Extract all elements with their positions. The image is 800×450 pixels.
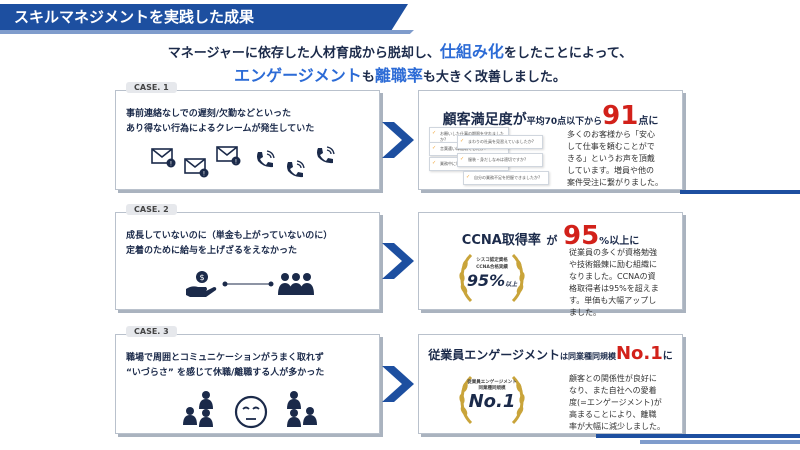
lead-highlight-shikumika: 仕組み化 [439,42,504,61]
arrow-right-icon [382,243,414,279]
money-hand-icon: $ [186,271,217,297]
case-line: 成長していないのに（単金も上がっていないのに） [126,231,333,241]
badge-mid-label: CCNA合格実績 [476,265,508,270]
phone-icon [317,146,335,164]
connector-line [222,281,274,287]
case-card-3: CASE. 3 職場で周囲とコミュニケーションがうまく取れず “いづらさ” を感… [115,326,380,434]
result-head-c: %以上に [599,236,640,247]
result-body-line: 高まることにより、離職 [569,410,657,419]
lead-text: も [361,70,375,85]
case-tag: CASE. 3 [126,326,177,337]
page-title: スキルマネジメントを実践した成果 [0,4,408,30]
sad-face-icon [234,395,268,429]
result-head-b: は同業種同規模 [559,352,616,361]
badge-suffix: 以上 [505,281,518,288]
badge-mid-label: 同業種同規模 [478,386,506,391]
badge-top-label: シスコ認定資格 [476,258,508,263]
survey-card: 服装・身だしなみは適切ですか? [457,153,543,167]
result-head-a: CCNA取得率 [461,233,541,248]
result-body-line: ました。 [569,308,601,317]
lead-text: マネージャーに依存した人材育成から脱却し、 [167,46,440,61]
result-body-line: なり、また自社への愛着 [569,386,657,395]
result-head-a: 顧客満足度が [442,112,527,128]
result-number: No.1 [615,343,663,364]
case-description: 成長していないのに（単金も上がっていないのに） 定着のために給与を上げざるをえな… [126,229,332,259]
badge-number-text: 95% [466,271,506,290]
badge-number: 95%以上 [457,271,527,290]
accent-strip-light [640,440,800,444]
people-group-icon [183,391,213,427]
accent-strip [596,434,800,438]
case-line: 定着のために給与を上げざるをえなかった [126,246,298,256]
case-description: 事前連絡なしでの遅刻/欠勤などといった あり得ない行為によるクレームが発生してい… [126,107,314,137]
result-body: 顧客との関係性が良好に なり、また自社への愛着 度(=エンゲージメント)が 高ま… [569,373,665,433]
result-body-line: や技術鍛錬に励む組織に [569,260,657,269]
case-card-2: CASE. 2 成長していないのに（単金も上がっていないのに） 定着のために給与… [115,204,380,310]
envelope-alert-icon: ! [184,158,209,178]
result-body: 多くのお客様から「安心 して仕事を頼むことがで きる」というお声を頂戴 していま… [567,129,663,189]
result-head-c: に [662,351,673,362]
badge-top-label: 従業員エンゲージメント [467,380,517,385]
case-description: 職場で周囲とコミュニケーションがうまく取れず “いづらさ” を感じて休職/離職す… [126,351,324,381]
result-head-a: 従業員エンゲージメント [428,348,560,362]
svg-text:!: ! [170,161,172,168]
result-headline: CCNA取得率 が 95%以上に [419,221,682,251]
phone-icon [257,150,275,168]
result-body-line: 度(=エンゲージメント)が [569,398,662,407]
case-tag: CASE. 1 [126,82,177,93]
result-card-3: 従業員エンゲージメントは同業種同規模No.1に 従業員エンゲージメント 同業種同… [418,334,683,434]
result-body-line: 顧客との関係性が良好に [569,374,657,383]
case-line: 職場で周囲とコミュニケーションがうまく取れず [126,353,324,363]
case-card-1: CASE. 1 事前連絡なしでの遅刻/欠勤などといった あり得ない行為によるクレ… [115,82,380,190]
result-body-line: 格取得者は95%を超えま [569,284,659,293]
people-group-icon [278,273,314,295]
laurel-badge-icon [459,375,525,425]
case-line: “いづらさ” を感じて休職/離職する人が多かった [126,368,325,378]
envelope-icon: ! [216,146,241,166]
result-body-line: なりました。CCNAの資 [569,272,656,281]
people-group-icon [287,391,317,427]
result-head-b: が [546,234,558,247]
lead-line-1: マネージャーに依存した人材育成から脱却し、仕組み化をしたことによって、 [0,38,800,62]
result-number: 95 [562,221,600,251]
result-headline: 従業員エンゲージメントは同業種同規模No.1に [419,343,682,364]
result-body-line: きる」というお声を頂戴 [567,154,655,163]
result-headline: 顧客満足度が平均70点以下から91点に [419,101,682,131]
result-number: 91 [602,101,639,131]
lead-text: も大きく改善しました。 [422,70,566,85]
result-card-1: 顧客満足度が平均70点以下から91点に お願いした仕事の期限を守れましたか? 言… [418,90,683,190]
arrow-right-icon [382,122,414,158]
case-tag: CASE. 2 [126,204,177,215]
phone-icon [287,160,305,178]
result-body-line: す。単価も大幅アップし [569,296,657,305]
title-underline [0,30,414,34]
result-head-b: 平均70点以下から [526,117,603,127]
lead-line-2: エンゲージメントも離職率も大きく改善しました。 [0,62,800,86]
lead-highlight-turnover: 離職率 [374,66,423,85]
survey-card: まわりの社員を見習えていましたか? [457,135,543,149]
result-card-2: CCNA取得率 が 95%以上に シスコ認定資格 CCNA合格実績 95%以上 … [418,212,683,317]
badge-number: No.1 [468,391,516,412]
result-body-line: 率が大幅に減少しました。 [569,422,665,431]
case-line: 事前連絡なしでの遅刻/欠勤などといった [126,109,292,119]
arrow-right-icon [382,366,414,402]
result-body-line: して仕事を頼むことがで [567,142,655,151]
accent-strip [680,190,800,194]
envelope-alert-icon: ! [151,148,176,168]
result-body-line: 多くのお客様から「安心 [567,130,655,139]
svg-text:!: ! [235,159,237,166]
lead-highlight-engagement: エンゲージメント [234,66,362,85]
lead-text: をしたことによって、 [503,46,633,61]
svg-text:$: $ [199,273,204,282]
case-line: あり得ない行為によるクレームが発生していた [126,124,315,134]
result-body-line: 従業員の多くが資格勉強 [569,248,657,257]
result-head-c: 点に [638,116,659,127]
result-body: 従業員の多くが資格勉強 や技術鍛錬に励む組織に なりました。CCNAの資 格取得… [569,247,659,319]
result-body-line: しています。増員や他の [567,166,654,175]
svg-text:!: ! [203,171,205,178]
result-body-line: 案件受注に繋がりました。 [567,178,663,187]
laurel-badge-icon [459,253,525,303]
survey-card: 自分の業務不足を把握できましたか? [463,171,549,185]
